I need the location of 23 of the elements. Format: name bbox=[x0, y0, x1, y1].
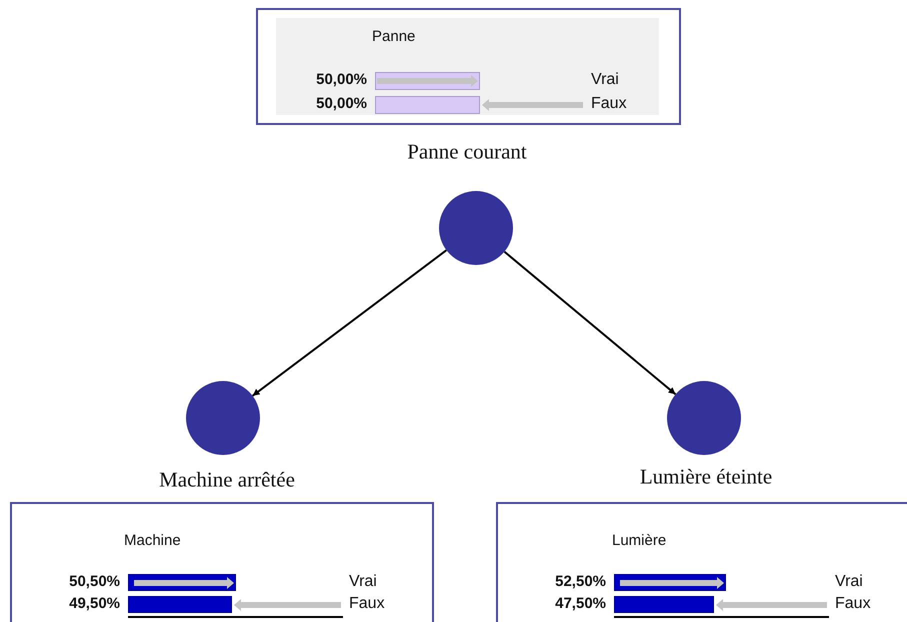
variable-name: Lumière bbox=[612, 532, 666, 549]
state-label: Vrai bbox=[349, 573, 377, 591]
monitor-panel bbox=[496, 502, 907, 622]
state-label: Vrai bbox=[835, 573, 863, 591]
node-caption: Panne courant bbox=[407, 140, 527, 164]
probability-value: 47,50% bbox=[555, 595, 606, 613]
state-label: Faux bbox=[835, 595, 871, 613]
node-caption: Machine arrêtée bbox=[159, 468, 295, 492]
arrow bbox=[504, 250, 676, 396]
variable-name: Panne bbox=[372, 28, 416, 45]
probability-value: 52,50% bbox=[555, 573, 606, 591]
state-label: Vrai bbox=[591, 71, 619, 89]
arrow bbox=[252, 249, 448, 397]
monitor-panel bbox=[256, 8, 681, 125]
state-label: Faux bbox=[591, 95, 627, 113]
variable-name: Machine bbox=[124, 532, 181, 549]
node-caption: Lumière éteinte bbox=[640, 464, 772, 490]
probability-value: 50,00% bbox=[316, 95, 367, 113]
probability-value: 50,50% bbox=[69, 573, 120, 591]
state-label: Faux bbox=[349, 595, 385, 613]
probability-value: 49,50% bbox=[69, 595, 120, 613]
monitor-panel bbox=[10, 502, 434, 622]
probability-value: 50,00% bbox=[316, 71, 367, 89]
